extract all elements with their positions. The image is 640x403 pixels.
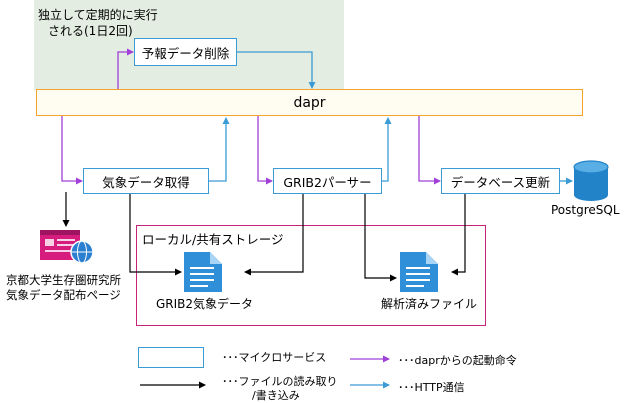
service-weather-fetch-label: 気象データ取得 bbox=[102, 174, 190, 190]
legend-file-rw-label-line1: ･･･ファイルの読み取り bbox=[222, 375, 338, 388]
service-weather-fetch[interactable]: 気象データ取得 bbox=[83, 168, 209, 194]
grib2-file-icon bbox=[184, 252, 222, 292]
legend-dapr-command-label: ･･･daprからの起動命令 bbox=[398, 354, 517, 367]
legend-file-rw-label-line2: /書き込み bbox=[252, 389, 300, 402]
dapr-label: dapr bbox=[293, 94, 326, 111]
service-db-update[interactable]: データベース更新 bbox=[441, 168, 560, 194]
database-icon bbox=[573, 160, 609, 201]
web-page-globe-icon bbox=[40, 230, 94, 264]
kyoto-label-line2: 気象データ配布ページ bbox=[6, 288, 121, 302]
parsed-file-label: 解析済みファイル bbox=[381, 297, 478, 311]
periodic-label-line1: 独立して定期的に実行 bbox=[38, 8, 158, 22]
blue-arrows bbox=[208, 51, 573, 185]
legend-microservice-swatch bbox=[138, 347, 204, 368]
service-db-update-label: データベース更新 bbox=[450, 174, 551, 190]
black-arrows bbox=[62, 192, 466, 282]
storage-title: ローカル/共有ストレージ bbox=[142, 232, 284, 247]
purple-arrows bbox=[61, 48, 441, 185]
grib2-file-label: GRIB2気象データ bbox=[156, 297, 254, 311]
legend-http-label: ･･･HTTP通信 bbox=[398, 381, 465, 394]
service-grib2-parser-label: GRIB2パーサー bbox=[283, 174, 372, 190]
service-grib2-parser[interactable]: GRIB2パーサー bbox=[273, 168, 382, 194]
kyoto-label-line1: 京都大学生存圏研究所 bbox=[6, 273, 121, 287]
legend-microservice-label: ･･･マイクロサービス bbox=[222, 351, 327, 364]
service-forecast-delete-label: 予報データ削除 bbox=[141, 45, 230, 61]
dapr-bar: dapr bbox=[36, 89, 583, 116]
postgres-label: PostgreSQL bbox=[551, 203, 620, 217]
storage-area bbox=[136, 225, 486, 326]
service-forecast-delete[interactable]: 予報データ削除 bbox=[134, 38, 237, 66]
parsed-file-icon bbox=[400, 252, 438, 292]
periodic-label-line2: される(1日2回) bbox=[48, 24, 133, 38]
